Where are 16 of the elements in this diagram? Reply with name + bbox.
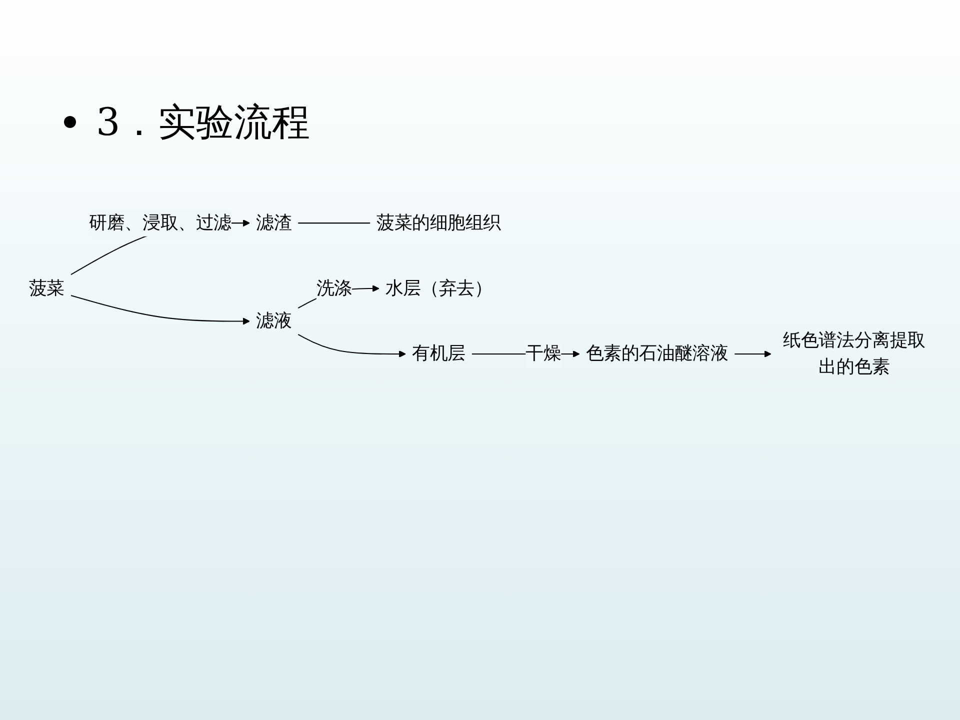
arrow (298, 334, 406, 358)
node-text: 滤液 (256, 311, 292, 332)
edge-label: 研磨、浸取、过滤 (89, 212, 232, 234)
connector (298, 222, 370, 224)
node-text: 菠菜的细胞组织 (376, 212, 502, 234)
edge-label: 洗涤 (316, 278, 352, 299)
arrow (70, 295, 250, 325)
arrow (734, 350, 772, 358)
node-text: 色素的石油醚溶液 (586, 344, 728, 364)
node-text: 滤渣 (256, 212, 292, 234)
title: 3．实验流程 (96, 99, 310, 146)
node-text: 纸色谱法分离提取出的色素 (783, 330, 926, 378)
node-text: 水层（弃去） (385, 278, 492, 299)
node-text: 有机层 (412, 344, 466, 364)
edge-label: 干燥 (526, 344, 562, 364)
node-text: 菠菜 (28, 278, 65, 299)
